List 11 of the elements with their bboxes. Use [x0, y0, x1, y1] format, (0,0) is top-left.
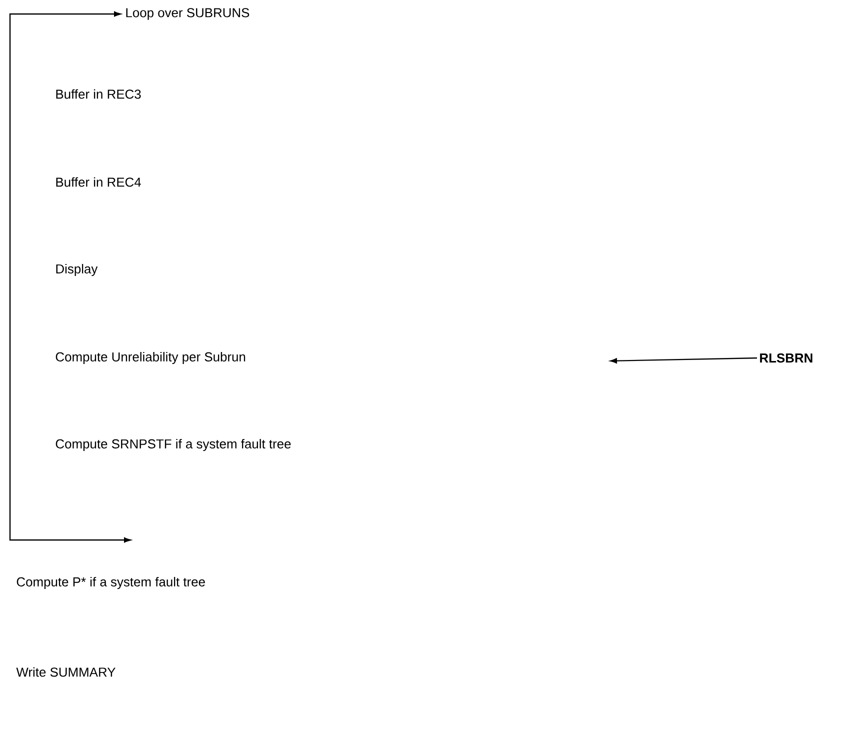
step-text: Compute Unreliability per Subrun [56, 352, 246, 364]
step-text: Display [56, 264, 98, 276]
step-text: Loop over SUBRUNS [126, 8, 250, 20]
step-text: Buffer in REC4 [56, 177, 141, 187]
step-text: Compute P* if a system fault tree [16, 576, 205, 590]
step-text: RLSBRN [760, 353, 812, 363]
step-text: Compute SRNPSTF if a system fault tree [56, 438, 291, 452]
loop-bracket-arrow [9, 11, 131, 543]
step-text: Buffer in REC3 [56, 89, 141, 99]
step-text: Write SUMMARY [16, 667, 116, 677]
arrow [610, 357, 758, 364]
